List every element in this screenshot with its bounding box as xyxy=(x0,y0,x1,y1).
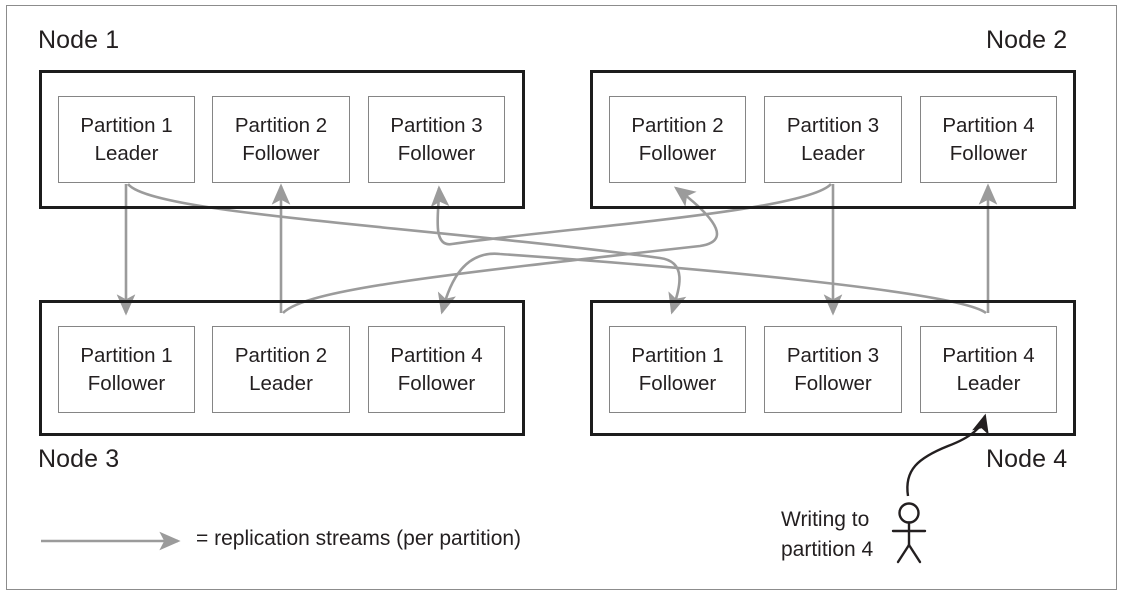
partition-name: Partition 3 xyxy=(786,344,880,368)
legend-label: = replication streams (per partition) xyxy=(196,527,522,550)
partition-role: Follower xyxy=(949,141,1028,165)
partition-name: Partition 3 xyxy=(390,114,483,138)
client-write-label: Writing to partition 4 xyxy=(781,505,873,566)
node-label-node1: Node 1 xyxy=(38,26,120,54)
partition-role: Leader xyxy=(94,141,159,165)
partition-node4-p1[interactable]: Partition 1 Follower xyxy=(609,326,746,413)
partition-node3-p1[interactable]: Partition 1 Follower xyxy=(58,326,195,413)
partition-name: Partition 4 xyxy=(390,344,483,368)
partition-role: Follower xyxy=(794,371,872,395)
partition-role: Follower xyxy=(397,371,476,395)
partition-node2-p3[interactable]: Partition 3 Leader xyxy=(764,96,902,183)
partition-name: Partition 1 xyxy=(80,344,173,368)
partition-node3-p2[interactable]: Partition 2 Leader xyxy=(212,326,350,413)
partition-node3-p4[interactable]: Partition 4 Follower xyxy=(368,326,505,413)
partition-node4-p3[interactable]: Partition 3 Follower xyxy=(764,326,902,413)
node-box-node4 xyxy=(590,300,1076,436)
partition-role: Follower xyxy=(397,141,476,165)
partition-name: Partition 2 xyxy=(631,114,724,138)
client-write-label-line2: partition 4 xyxy=(781,538,874,562)
partition-name: Partition 4 xyxy=(942,344,1035,368)
node-box-node3 xyxy=(39,300,525,436)
node-box-node1 xyxy=(39,70,525,209)
partition-role: Follower xyxy=(638,371,717,395)
partition-name: Partition 2 xyxy=(234,114,328,138)
node-label-node3: Node 3 xyxy=(38,445,120,473)
node-label-node4: Node 4 xyxy=(986,445,1068,473)
partition-name: Partition 1 xyxy=(80,114,173,138)
partition-name: Partition 1 xyxy=(631,344,724,368)
partition-node1-p3[interactable]: Partition 3 Follower xyxy=(368,96,505,183)
client-write-label-line1: Writing to xyxy=(781,508,870,531)
partition-node1-p1[interactable]: Partition 1 Leader xyxy=(58,96,195,183)
partition-node2-p4[interactable]: Partition 4 Follower xyxy=(920,96,1057,183)
partition-name: Partition 2 xyxy=(234,344,328,368)
partition-role: Leader xyxy=(249,371,313,395)
partition-role: Follower xyxy=(242,141,320,165)
partition-role: Follower xyxy=(638,141,717,165)
partition-node1-p2[interactable]: Partition 2 Follower xyxy=(212,96,350,183)
partition-name: Partition 3 xyxy=(786,114,880,138)
partition-node4-p4[interactable]: Partition 4 Leader xyxy=(920,326,1057,413)
node-box-node2 xyxy=(590,70,1076,209)
partition-name: Partition 4 xyxy=(942,114,1035,138)
partition-node2-p2[interactable]: Partition 2 Follower xyxy=(609,96,746,183)
partition-role: Leader xyxy=(801,141,865,165)
node-label-node2: Node 2 xyxy=(986,26,1068,54)
partition-role: Leader xyxy=(956,371,1021,395)
partition-role: Follower xyxy=(87,371,166,395)
